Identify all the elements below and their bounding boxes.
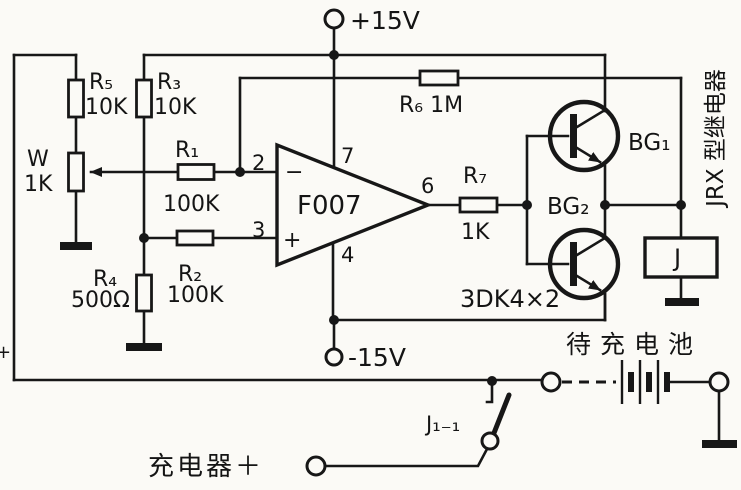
pin2-label: 2 bbox=[252, 151, 265, 175]
r1-value: 100K bbox=[163, 192, 220, 217]
resistor-r1 bbox=[176, 163, 216, 181]
opamp-part-label: F007 bbox=[297, 191, 362, 221]
r7-name: R₇ bbox=[463, 164, 487, 189]
switch-terminal bbox=[480, 431, 500, 451]
r5-value: 10K bbox=[85, 95, 128, 120]
bg1-label: BG₁ bbox=[628, 130, 670, 156]
vminus-terminal bbox=[324, 347, 344, 367]
wires bbox=[12, 26, 721, 468]
bg2-label: BG₂ bbox=[547, 194, 589, 220]
resistor-r4 bbox=[135, 273, 153, 313]
vplus-terminal bbox=[323, 8, 345, 30]
opamp-symbol bbox=[275, 142, 433, 268]
battery-right-terminal bbox=[708, 371, 730, 393]
resistor-r7 bbox=[458, 196, 499, 214]
resistor-r6 bbox=[418, 69, 460, 87]
charger-terminal bbox=[305, 455, 327, 477]
relay-contact-switch bbox=[491, 392, 512, 436]
battery-symbol bbox=[620, 360, 670, 404]
potentiometer-w bbox=[67, 151, 85, 193]
transistor-type-label: 3DK4×2 bbox=[460, 285, 560, 313]
w-value: 1K bbox=[24, 172, 53, 197]
charger-label: 充电器＋ bbox=[148, 452, 264, 482]
pin6-label: 6 bbox=[421, 174, 434, 198]
r7-value: 1K bbox=[461, 220, 490, 245]
r4-name: R₄ bbox=[93, 267, 117, 292]
r5-name: R₅ bbox=[89, 70, 113, 95]
resistor-r3 bbox=[135, 78, 153, 119]
transistor-bg2 bbox=[547, 203, 621, 322]
vminus-label: -15V bbox=[348, 343, 406, 372]
relay-coil bbox=[643, 236, 719, 279]
transistor-bg1 bbox=[547, 99, 621, 207]
r4-value: 500Ω bbox=[71, 288, 130, 313]
noninverting-sign: + bbox=[283, 228, 301, 253]
pin3-label: 3 bbox=[252, 218, 265, 242]
pin4-label: 4 bbox=[341, 243, 354, 267]
terminals bbox=[305, 8, 730, 477]
r2-name: R₂ bbox=[178, 262, 202, 287]
switch-label: J₁₋₁ bbox=[424, 412, 460, 436]
relay-type-label: JRX 型继电器 bbox=[703, 69, 729, 209]
junction-dots bbox=[139, 50, 686, 386]
battery-label: 待充电池 bbox=[566, 330, 702, 359]
r2-value: 100K bbox=[167, 283, 224, 308]
vplus-label: +15V bbox=[350, 6, 420, 35]
r3-value: 10K bbox=[154, 95, 197, 120]
w-name: W bbox=[27, 147, 49, 172]
r1-name: R₁ bbox=[175, 138, 199, 163]
wire-polarity-mark: + bbox=[0, 342, 11, 363]
relay-coil-label: J bbox=[672, 244, 681, 272]
r6-label: R₆ 1M bbox=[399, 93, 463, 118]
battery-left-terminal bbox=[540, 371, 562, 393]
resistor-r5 bbox=[67, 78, 85, 119]
resistor-r2 bbox=[175, 229, 215, 247]
inverting-sign: − bbox=[285, 160, 303, 185]
r3-name: R₃ bbox=[157, 70, 181, 95]
ground-symbols bbox=[60, 242, 737, 448]
pin7-label: 7 bbox=[341, 144, 354, 168]
